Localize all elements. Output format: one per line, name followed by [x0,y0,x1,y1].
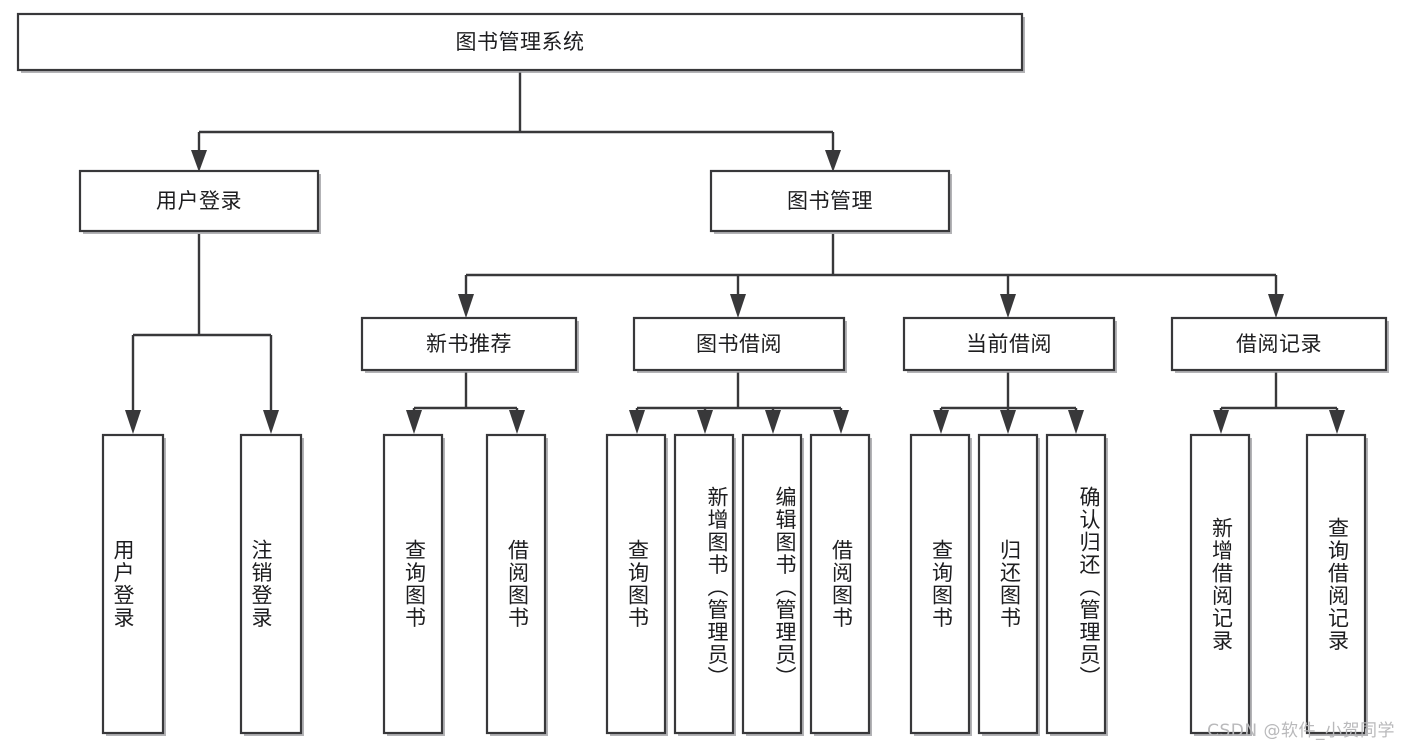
node-leaf-current-query-book[interactable] [909,433,971,735]
arrow-leaf-logout-login [263,410,279,434]
arrow-leaf-user-login [125,410,141,434]
node-leaf-recommend-query-book[interactable] [382,433,444,735]
node-user-login[interactable] [78,169,320,233]
connector-layer [125,72,1345,434]
arrow-leaf-record-query-record [1329,410,1345,434]
node-borrow-record[interactable] [1170,316,1388,372]
arrow-leaf-borrow-add-book [697,410,713,434]
arrow-leaf-record-add-record [1213,410,1229,434]
node-leaf-borrow-edit-book[interactable] [741,433,803,735]
node-layer [16,12,1389,736]
node-book-borrow[interactable] [632,316,846,372]
label-current-borrow: 当前借阅 [966,332,1052,356]
arrow-to-current-borrow [1000,294,1016,318]
arrow-to-new-book-recommend [458,294,474,318]
node-new-book-recommend[interactable] [360,316,578,372]
node-leaf-record-query-record[interactable] [1305,433,1367,735]
node-leaf-borrow-borrow-book[interactable] [809,433,871,735]
node-leaf-borrow-query-book[interactable] [605,433,667,735]
label-user-login: 用户登录 [156,189,242,213]
arrow-leaf-current-query-book [933,410,949,434]
arrow-to-book-borrow [730,294,746,318]
arrow-leaf-current-confirm-return [1068,410,1084,434]
node-root-book-management-system[interactable] [16,12,1024,72]
arrow-leaf-borrow-borrow-book [833,410,849,434]
node-leaf-borrow-add-book[interactable] [673,433,735,735]
arrow-leaf-borrow-query-book [629,410,645,434]
arrow-leaf-recommend-query-book [406,410,422,434]
node-book-management[interactable] [709,169,951,233]
node-leaf-logout-login[interactable] [239,433,303,735]
node-leaf-current-return-book[interactable] [977,433,1039,735]
node-current-borrow[interactable] [902,316,1116,372]
arrow-leaf-borrow-edit-book [765,410,781,434]
node-leaf-user-login[interactable] [101,433,165,735]
label-book-borrow: 图书借阅 [696,332,782,356]
node-leaf-current-confirm-return[interactable] [1045,433,1107,735]
arrow-leaf-current-return-book [1000,410,1016,434]
arrow-leaf-recommend-borrow-book [509,410,525,434]
arrow-to-borrow-record [1268,294,1284,318]
label-root: 图书管理系统 [456,30,585,54]
node-leaf-recommend-borrow-book[interactable] [485,433,547,735]
label-layer: 图书管理系统 用户登录 图书管理 新书推荐 图书借阅 当前借阅 借阅记录 [156,30,1322,356]
label-book-management: 图书管理 [787,189,873,213]
arrow-to-user-login [191,150,207,172]
arrow-to-book-management [825,150,841,172]
label-borrow-record: 借阅记录 [1236,332,1322,356]
watermark-text: CSDN @软件_小贺同学 [1207,721,1395,741]
label-new-book-recommend: 新书推荐 [426,332,512,356]
node-leaf-record-add-record[interactable] [1189,433,1251,735]
